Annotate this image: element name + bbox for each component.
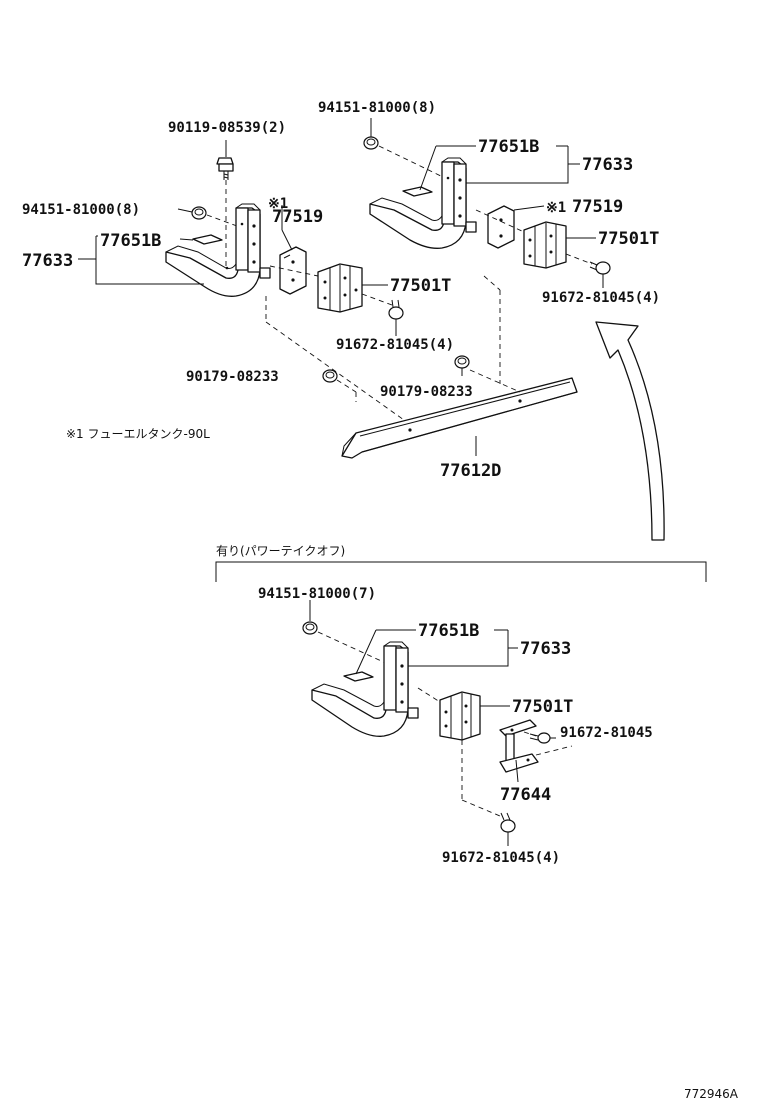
bottom-group-bracket bbox=[215, 561, 707, 582]
nut-icon bbox=[302, 621, 318, 635]
u-bracket-icon bbox=[165, 203, 271, 297]
screw-icon bbox=[388, 299, 404, 320]
stay-icon bbox=[499, 719, 539, 773]
nut-icon bbox=[454, 355, 470, 369]
u-bracket-icon bbox=[311, 641, 419, 737]
mount-plate-icon bbox=[523, 221, 567, 269]
label-bottom-assembly: 77633 bbox=[520, 639, 571, 659]
label-footnote: ※1 フューエルタンク-90L bbox=[66, 427, 210, 441]
screw-icon bbox=[500, 812, 516, 833]
label-bottom-stay: 77644 bbox=[500, 785, 551, 805]
screw-icon bbox=[529, 732, 551, 744]
top-right-assembly bbox=[363, 118, 611, 384]
pad-icon bbox=[192, 234, 223, 245]
label-top-left-bolt: 90119-08539(2) bbox=[168, 120, 286, 136]
protector-bar bbox=[341, 377, 578, 459]
label-top-right-note-mark: ※1 bbox=[546, 200, 566, 216]
label-figure-id: 772946A bbox=[684, 1087, 739, 1101]
label-bottom-condition: 有り(パワーテイクオフ) bbox=[216, 544, 345, 558]
label-top-right-nut: 94151-81000(8) bbox=[318, 100, 436, 116]
arrow-up-icon bbox=[595, 321, 665, 541]
bottom-assembly bbox=[302, 600, 573, 846]
label-top-left-note-mark: ※1 bbox=[268, 196, 288, 212]
screw-icon bbox=[589, 261, 611, 275]
label-top-right-bracket: 77651B bbox=[478, 137, 539, 157]
u-bracket-icon bbox=[369, 157, 477, 249]
mount-plate-icon bbox=[439, 691, 481, 741]
label-top-left-assembly: 77633 bbox=[22, 251, 73, 271]
pad-icon bbox=[402, 186, 433, 197]
stay-plate-icon bbox=[487, 205, 515, 249]
pad-icon bbox=[343, 671, 374, 682]
label-top-right-screw: 91672-81045(4) bbox=[542, 290, 660, 306]
bolt-icon bbox=[216, 157, 234, 180]
label-top-left-stay: 77519 bbox=[272, 207, 323, 227]
label-top-left-screw: 91672-81045(4) bbox=[336, 337, 454, 353]
label-bottom-bracket: 77651B bbox=[418, 621, 479, 641]
label-protector-nut-left: 90179-08233 bbox=[186, 369, 279, 385]
label-bottom-screw-single: 91672-81045 bbox=[560, 725, 653, 741]
top-left-assembly bbox=[78, 140, 405, 421]
label-bottom-nut: 94151-81000(7) bbox=[258, 586, 376, 602]
label-top-right-plate: 77501T bbox=[598, 229, 659, 249]
nut-icon bbox=[191, 206, 207, 220]
nut-icon bbox=[363, 136, 379, 150]
mount-plate-icon bbox=[317, 263, 363, 313]
label-bottom-plate: 77501T bbox=[512, 697, 573, 717]
label-top-left-nut: 94151-81000(8) bbox=[22, 202, 140, 218]
label-bottom-screw: 91672-81045(4) bbox=[442, 850, 560, 866]
label-top-right-assembly: 77633 bbox=[582, 155, 633, 175]
label-protector-nut-right: 90179-08233 bbox=[380, 384, 473, 400]
nut-icon bbox=[322, 369, 338, 383]
label-top-right-stay: 77519 bbox=[572, 197, 623, 217]
stay-plate-icon bbox=[279, 246, 307, 295]
label-top-left-bracket: 77651B bbox=[100, 231, 161, 251]
label-top-left-plate: 77501T bbox=[390, 276, 451, 296]
label-protector: 77612D bbox=[440, 461, 501, 481]
